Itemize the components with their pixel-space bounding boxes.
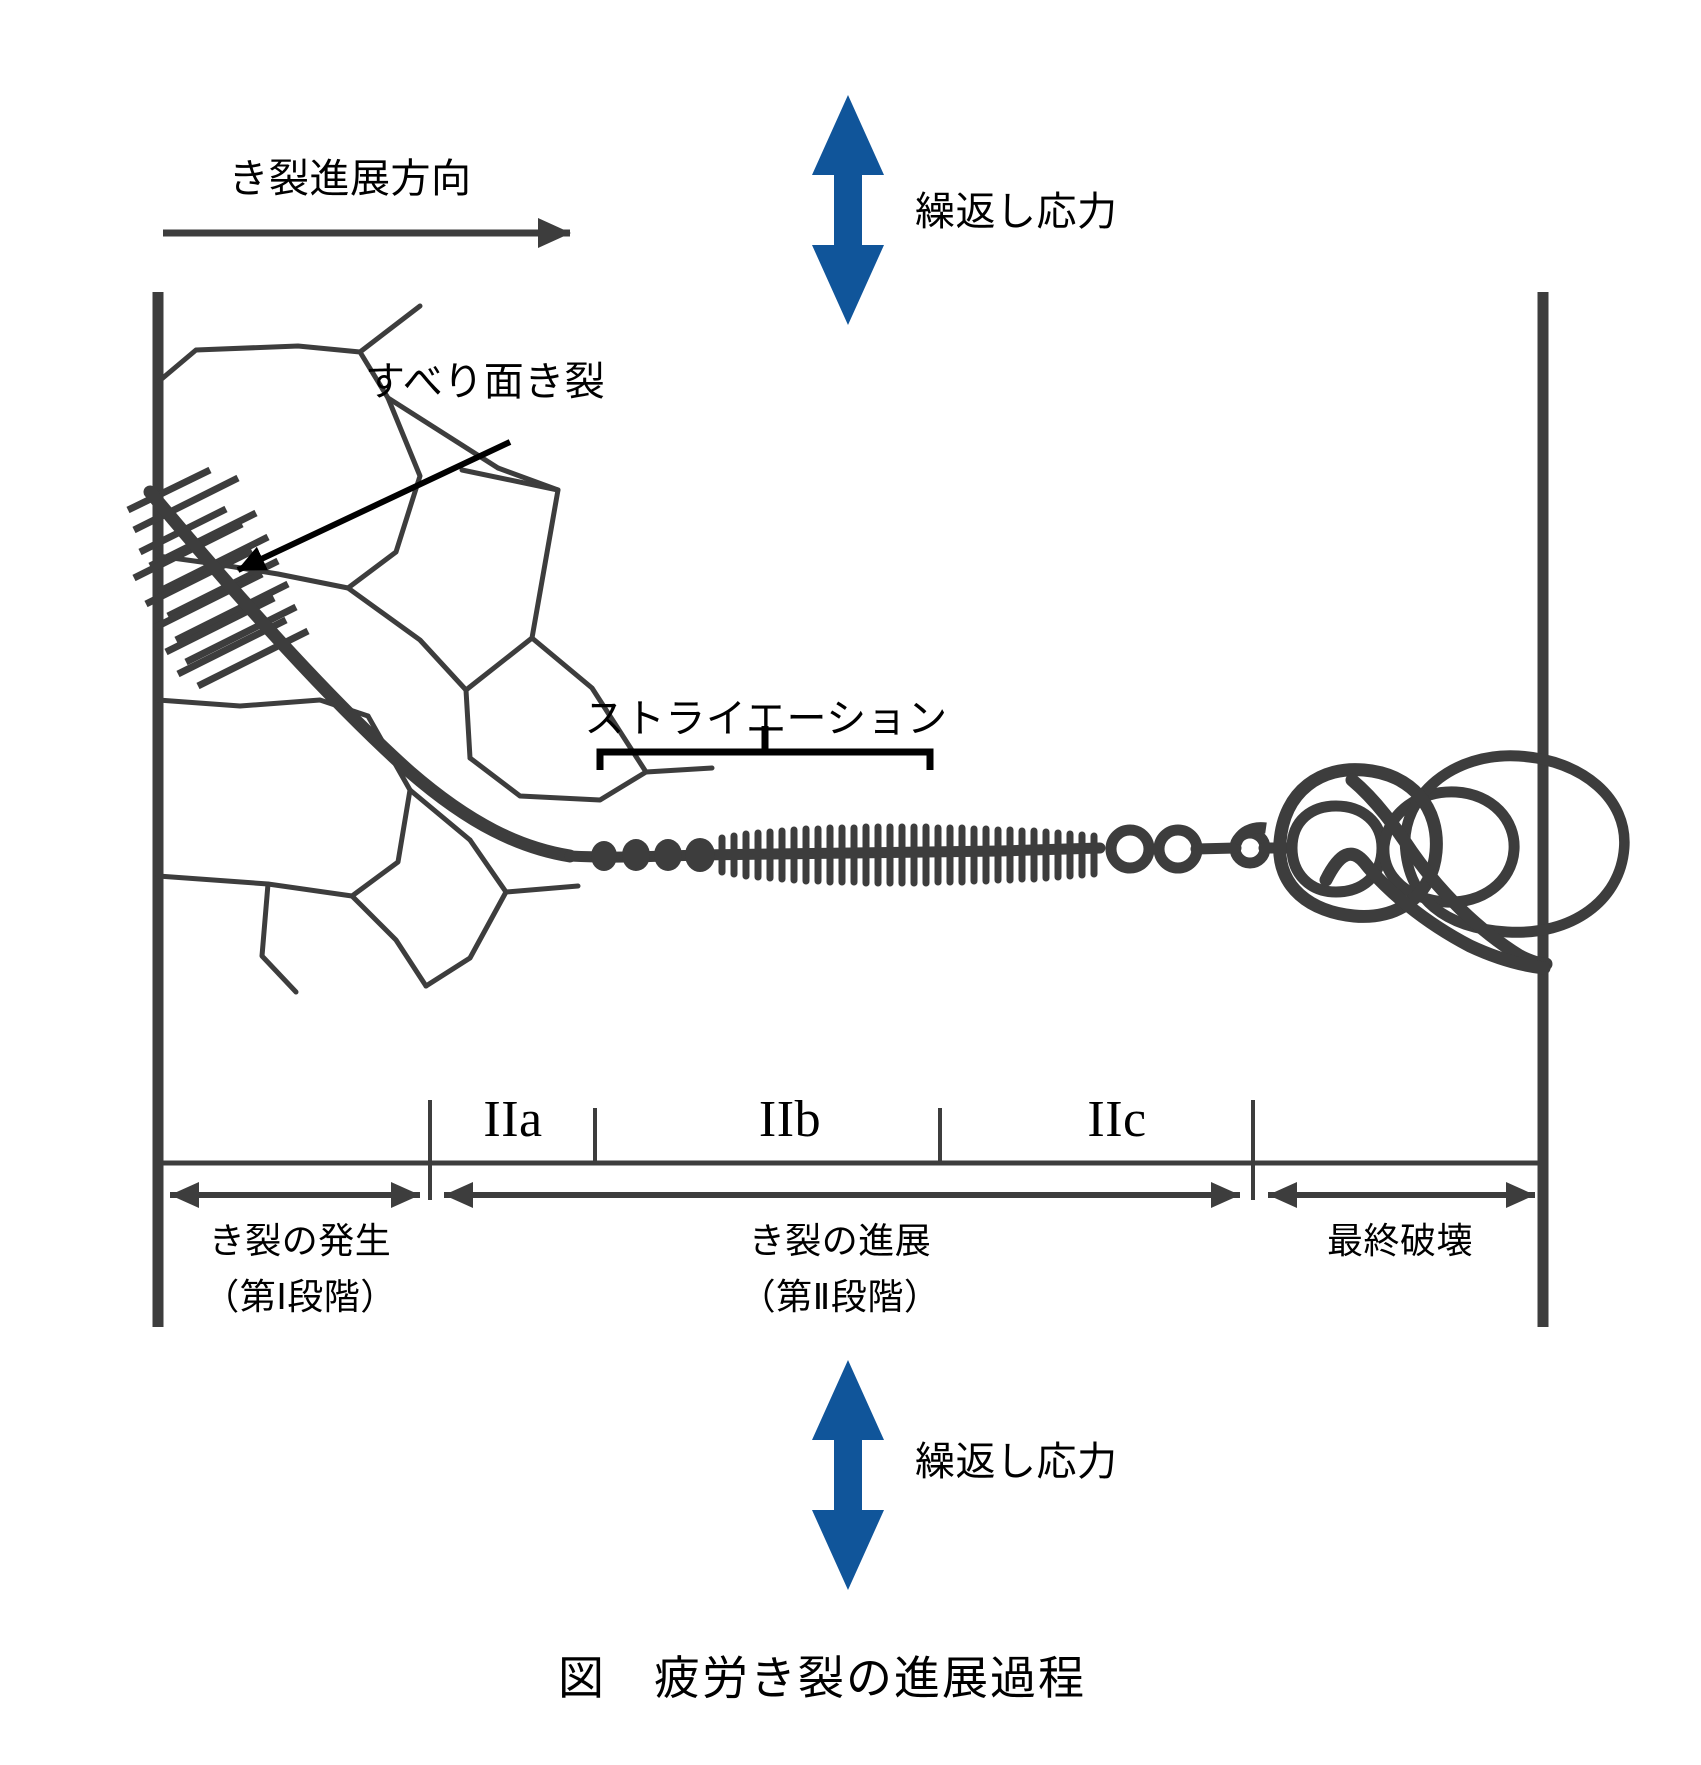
slip-plane-crack-label: すべり面き裂	[365, 360, 606, 404]
substage-scale	[158, 1100, 1543, 1200]
phase-label-initiation-line1: き裂の発生	[208, 1220, 392, 1261]
phase-label-final-fracture: 最終破壊	[1326, 1220, 1474, 1261]
final-large-void	[1273, 763, 1443, 923]
phase-label-initiation-line2: （第Ⅰ段階）	[203, 1276, 397, 1317]
striation-comb-IIb	[718, 823, 1098, 887]
cyclic-stress-arrow-bottom	[812, 1360, 884, 1590]
cyclic-stress-bottom-label: 繰返し応力	[915, 1440, 1118, 1484]
striation-bracket	[596, 726, 934, 770]
phase-label-propagation-line2: （第Ⅱ段階）	[739, 1276, 941, 1317]
crack-direction-label: き裂進展方向	[228, 157, 472, 201]
striation-label: ストライエーション	[584, 697, 948, 741]
cyclic-stress-arrow-top	[812, 95, 884, 325]
figure-caption: 図 疲労き裂の進展過程	[558, 1652, 1086, 1704]
striation-beads-IIa	[591, 838, 715, 872]
substage-label-IIb: IIb	[758, 1091, 822, 1148]
final-fracture-path	[1319, 773, 1553, 975]
slip-plane-crack-pointer	[236, 439, 512, 573]
substage-label-IIc: IIc	[1087, 1091, 1147, 1148]
substage-label-IIa: IIa	[483, 1091, 543, 1148]
cyclic-stress-top-label: 繰返し応力	[915, 190, 1118, 234]
slip-plane-crack-path	[143, 485, 577, 863]
phase-label-propagation-line1: き裂の進展	[748, 1220, 932, 1261]
grain-boundary-network	[155, 303, 715, 995]
